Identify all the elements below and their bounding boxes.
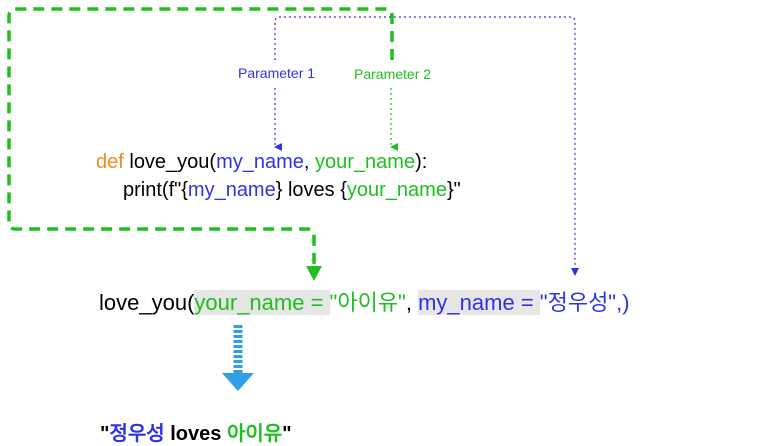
def-function-name: love_you( (123, 151, 217, 173)
print-my-name: my_name (187, 179, 276, 201)
param2-call-connector (7, 7, 394, 268)
def-separator: , (303, 151, 316, 173)
parameter-1-label: Parameter 1 (238, 65, 316, 81)
result-loves: loves (164, 423, 227, 445)
call-close: ,) (616, 290, 630, 315)
param2-call-arrowhead (306, 266, 322, 281)
def-param-my-name: my_name (216, 151, 304, 173)
param1-call-arrowhead (571, 268, 579, 276)
call-kwarg-my-name: my_name = (418, 290, 540, 315)
call-kwarg-your-name: your_name = (194, 290, 330, 315)
call-value-2: "정우성" (539, 290, 617, 315)
call-function-name: love_you( (99, 290, 195, 315)
function-call-line: love_you(your_name = "아이유", my_name = "정… (99, 285, 630, 317)
print-mid: } loves { (275, 179, 347, 201)
def-close: ): (415, 151, 428, 173)
result-open-quote: " (100, 423, 110, 445)
output-result: "정우성 loves 아이유" (100, 417, 292, 446)
print-your-name: your_name (346, 179, 447, 201)
def-param-your-name: your_name (315, 151, 416, 173)
result-name-1: 정우성 (109, 423, 165, 445)
print-close: }" (446, 179, 461, 201)
call-value-1: "아이유" (329, 290, 406, 315)
def-keyword: def (96, 151, 124, 173)
print-open: print(f"{ (123, 179, 188, 201)
output-arrow-head (222, 373, 254, 391)
function-definition-line: def love_you(my_name, your_name): (96, 151, 427, 174)
parameter-2-label: Parameter 2 (354, 66, 432, 82)
result-close-quote: " (282, 423, 292, 445)
param1-call-connector (274, 16, 576, 270)
result-name-2: 아이유 (226, 423, 283, 445)
print-statement-line: print(f"{my_name} loves {your_name}" (123, 179, 461, 202)
call-separator: , (405, 290, 419, 315)
